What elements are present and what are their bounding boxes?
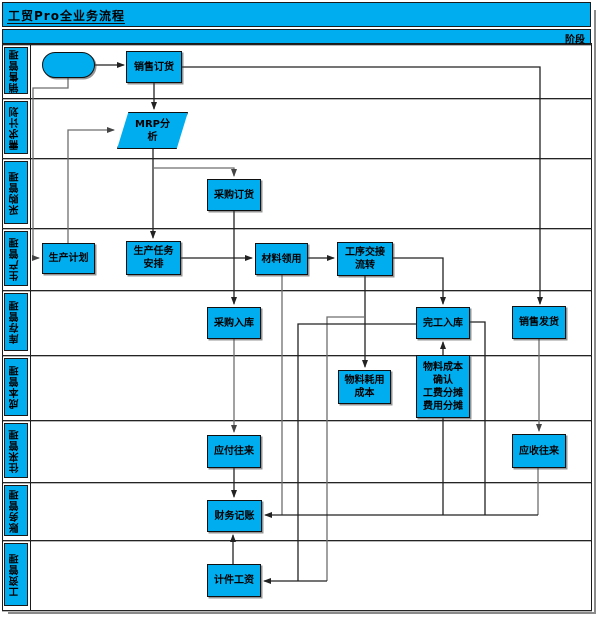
node-purchase-inbound: 采购入库 (207, 307, 261, 339)
frame-right-shadow (594, 10, 596, 614)
node-label: 采购入库 (214, 317, 254, 329)
lane-label-text: 库存管理 (10, 300, 21, 344)
lane-border (2, 482, 592, 483)
node-financial-bookkeeping: 财务记账 (207, 500, 262, 532)
lane-label-0: 销售管理 (4, 47, 28, 94)
stage-label: 阶段 (565, 35, 585, 46)
node-sales-order: 销售订货 (126, 51, 182, 83)
node-label: 应收往来 (519, 445, 559, 457)
lane-label-text: 账务管理 (10, 488, 21, 533)
lane-label-1: 需求计划 (4, 101, 28, 154)
node-production-task: 生产任务安排 (126, 241, 181, 275)
lane-label-5: 成本管理 (4, 358, 28, 416)
lane-label-text: 销售管理 (10, 48, 21, 93)
lane-label-text: 生产管理 (10, 236, 21, 281)
node-piece-wage: 计件工资 (207, 564, 261, 597)
node-production-plan: 生产计划 (42, 243, 95, 274)
frame-right-border (591, 43, 592, 610)
lane-label-4: 库存管理 (4, 293, 28, 351)
edge-finish-inbound-to-piece-wage (297, 323, 416, 581)
title-bar: 工贸Pro全业务流程 (2, 2, 591, 27)
node-accounts-receivable: 应收往来 (512, 434, 566, 468)
lane-label-text: 成本管理 (10, 365, 21, 409)
node-label: 物料成本确认工费分摊费用分摊 (423, 361, 463, 412)
node-label: 生产计划 (48, 253, 89, 264)
node-label: 完工入库 (423, 317, 463, 329)
node-label: 财务记账 (214, 510, 255, 522)
lane-label-3: 生产管理 (4, 231, 28, 286)
node-cost-confirm-alloc: 物料成本确认工费分摊费用分摊 (416, 355, 470, 418)
node-label: 生产任务安排 (133, 246, 174, 270)
lane-border (2, 158, 592, 159)
edge-process-transfer-to-finish-inbound (393, 257, 446, 305)
lane-label-text: 需求计划 (10, 105, 21, 150)
lane-label-text: 工资管理 (10, 552, 21, 597)
node-sales-shipment: 销售发货 (512, 306, 566, 339)
parallelogram-shape (117, 112, 188, 149)
edge-production-plan-to-mrp (67, 127, 115, 243)
edge-finish-inbound-to-bookkeeping (470, 321, 486, 515)
lane-border (2, 355, 592, 356)
node-label: 物料耗用成本 (344, 375, 385, 399)
lane-border (2, 98, 592, 99)
label-column-divider (30, 43, 31, 610)
stage-bar: 阶段 (2, 29, 591, 46)
node-label: 销售订货 (134, 61, 174, 73)
lane-border (2, 228, 592, 229)
frame-left-border (2, 43, 3, 610)
node-label: 材料领用 (261, 253, 302, 265)
lane-border (2, 540, 592, 541)
node-label: MRP分析 (135, 118, 170, 143)
edge-start-to-production-plan (32, 78, 69, 261)
node-label: 采购订货 (214, 189, 254, 201)
node-material-issue: 材料领用 (255, 243, 308, 275)
node-mrp-analysis: MRP分析 (117, 112, 188, 149)
lane-label-6: 往来管理 (4, 423, 28, 478)
node-material-consume-cost: 物料耗用成本 (338, 370, 391, 404)
node-label: 应付往来 (214, 446, 254, 457)
edge-process-transfer-to-piece-wage (326, 316, 365, 581)
lane-label-2: 采购管理 (4, 161, 28, 224)
lane-border (2, 290, 592, 291)
lane-label-text: 采购管理 (10, 170, 21, 215)
node-start (42, 52, 95, 78)
edge-mrp-to-purchase-order (153, 167, 237, 177)
node-label: 工序交接流转 (345, 247, 385, 271)
lane-border-bottom (2, 610, 592, 611)
node-process-transfer: 工序交接流转 (337, 242, 393, 276)
node-accounts-payable: 应付往来 (207, 435, 261, 468)
lane-label-7: 账务管理 (4, 485, 28, 536)
lane-border (2, 44, 592, 45)
page-title: 工贸Pro全业务流程 (8, 9, 125, 23)
node-purchase-order: 采购订货 (207, 179, 261, 211)
node-label: 销售发货 (519, 317, 559, 328)
node-label: 计件工资 (214, 575, 254, 586)
title-underline (7, 23, 125, 24)
node-finish-inbound: 完工入库 (416, 307, 470, 339)
lane-border (2, 420, 592, 421)
lane-label-text: 往来管理 (10, 428, 21, 473)
frame-bottom-shadow (8, 612, 596, 614)
lane-label-8: 工资管理 (4, 543, 28, 606)
